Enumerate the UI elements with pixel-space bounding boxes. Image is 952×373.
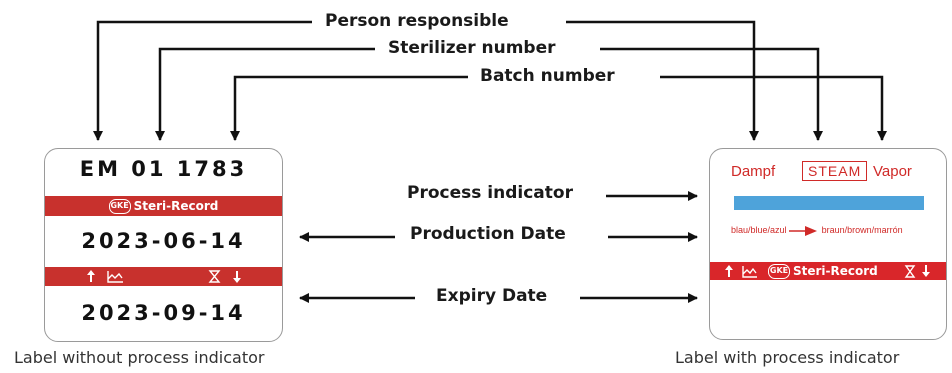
label-expiry-date: 2023-09-14	[81, 301, 246, 325]
process-indicator-bar	[734, 196, 924, 210]
brand-name: Steri-Record	[133, 199, 219, 213]
brand-band: GKE Steri-Record	[45, 196, 282, 216]
expiry-date-label: Expiry Date	[436, 286, 548, 306]
up-arrow-icon	[725, 265, 733, 277]
factory-icon	[742, 266, 757, 278]
batch-number-right-line	[660, 75, 887, 141]
steam-word-de: Dampf	[731, 163, 776, 180]
hourglass-icon	[904, 265, 916, 278]
label-with-indicator: Dampf STEAM Vapor blau/blue/azul braun/b…	[709, 148, 947, 340]
sterilizer-number-label: Sterilizer number	[388, 38, 556, 58]
color-change-legend: blau/blue/azul braun/brown/marrón	[731, 225, 903, 236]
gke-logo-icon: GKE	[768, 263, 790, 279]
steam-word-en: STEAM	[802, 161, 868, 181]
sterilizer-number-left-line	[155, 47, 375, 141]
gke-logo-icon: GKE	[108, 198, 131, 214]
batch-number-label: Batch number	[480, 66, 615, 86]
brand-band-right: GKE Steri-Record	[710, 262, 946, 280]
icon-band	[45, 267, 282, 286]
factory-icon	[107, 271, 123, 283]
up-arrow-icon	[87, 270, 95, 282]
batch-number-left-line	[230, 75, 468, 141]
label-without-indicator: EM 01 1783 GKE Steri-Record 2023-06-14	[44, 148, 283, 342]
color-to-text: braun/brown/marrón	[821, 225, 903, 235]
brand-name-right: Steri-Record	[793, 264, 878, 278]
caption-left: Label without process indicator	[14, 348, 265, 367]
process-indicator-label: Process indicator	[407, 183, 573, 203]
person-responsible-left-line	[93, 20, 312, 141]
production-date-label: Production Date	[410, 224, 566, 244]
label-production-date: 2023-06-14	[81, 229, 246, 253]
person-responsible-right-line	[566, 20, 759, 141]
steam-word-es: Vapor	[873, 163, 912, 180]
sterilizer-number-right-line	[600, 47, 823, 141]
down-arrow-icon	[922, 265, 930, 277]
person-responsible-label: Person responsible	[325, 11, 509, 31]
color-from-text: blau/blue/azul	[731, 225, 787, 235]
hourglass-icon	[208, 270, 221, 283]
color-change-arrow-icon	[789, 225, 818, 236]
caption-right: Label with process indicator	[675, 348, 900, 367]
down-arrow-icon	[233, 271, 241, 283]
label-code: EM 01 1783	[79, 157, 248, 181]
